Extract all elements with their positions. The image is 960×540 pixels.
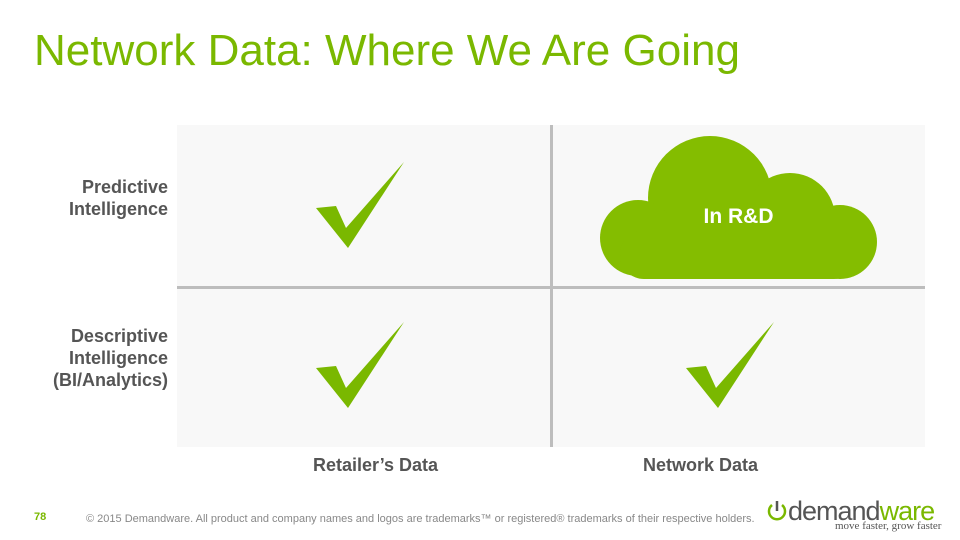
row-label-line: Intelligence [68,348,168,368]
checkmark-icon [316,322,404,408]
row-label-descriptive: Descriptive Intelligence (BI/Analytics) [53,325,168,391]
checkmark-icon [316,162,404,248]
column-label-retailer: Retailer’s Data [313,455,439,475]
cloud-label: In R&D [703,205,774,228]
cloud-icon [600,136,877,279]
page-number: 78 [34,511,47,523]
logo-demand: demand [788,496,881,526]
power-icon [767,501,787,521]
row-label-predictive: Predictive Intelligence [69,176,168,220]
row-label-line: Descriptive [70,326,168,346]
column-label-network: Network Data [643,455,759,475]
copyright-text: © 2015 Demandware. All product and compa… [86,513,755,525]
horizontal-divider [177,286,925,289]
demandware-logo: demandware [766,496,936,527]
logo-tagline: move faster, grow faster [835,520,942,532]
row-label-line: (BI/Analytics) [52,370,168,390]
row-label-line: Predictive [81,177,168,197]
row-label-line: Intelligence [68,199,168,219]
checkmark-icon [686,322,774,408]
logo-ware: ware [879,496,936,526]
page-title: Network Data: Where We Are Going [34,26,740,75]
